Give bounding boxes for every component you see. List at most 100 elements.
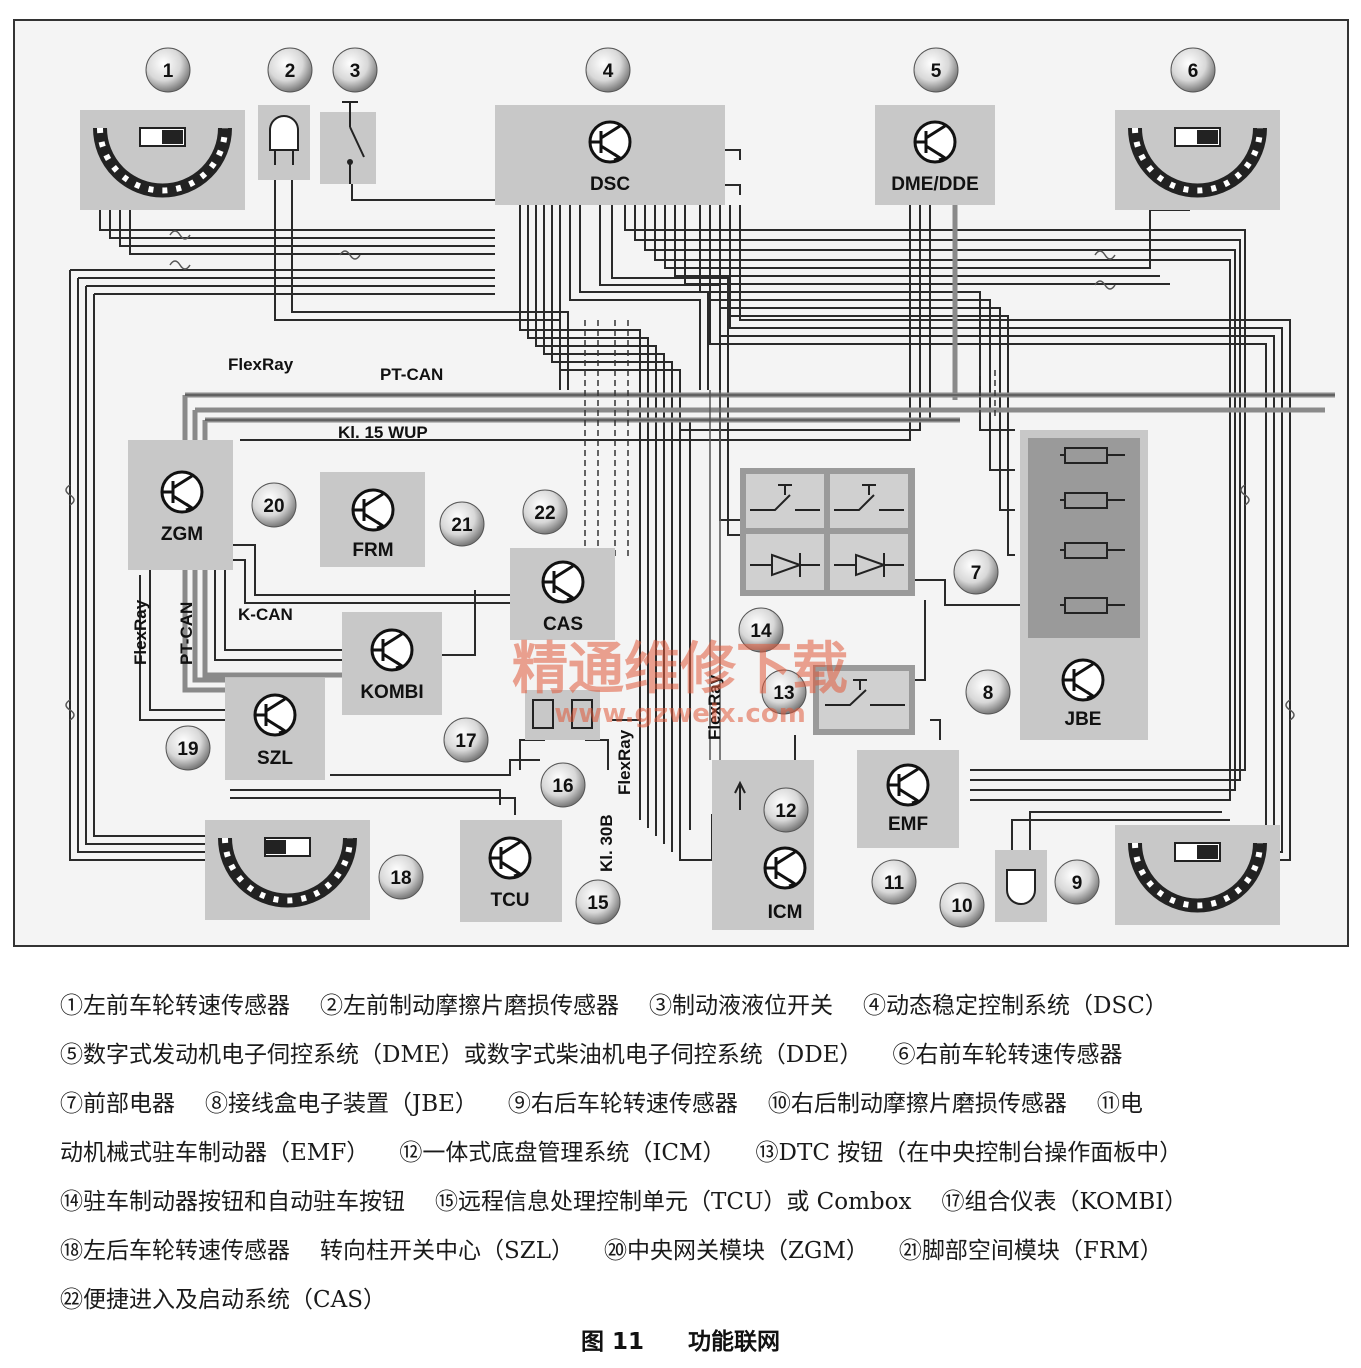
number-bubble-19: 19 <box>165 725 211 771</box>
legend-item: ⑪电 <box>1096 1091 1143 1117</box>
kcan-label: K-CAN <box>238 605 293 624</box>
watermark-cn: 精通维修下载 <box>512 637 848 702</box>
figure-caption: 图 11 功能联网 <box>0 1322 1361 1356</box>
transistor-symbols <box>160 120 1105 890</box>
dashed-lines <box>584 320 996 640</box>
number-bubble-label: 3 <box>350 61 361 82</box>
flexray-top-label: FlexRay <box>228 355 294 374</box>
number-bubble-label: 8 <box>983 683 994 704</box>
jbe-label: JBE <box>1065 709 1102 730</box>
figure-title: 功能联网 <box>688 1329 781 1355</box>
number-bubble-label: 17 <box>455 731 476 752</box>
wheel-sensor-18 <box>205 820 370 920</box>
brake-wear-sensor-10 <box>995 850 1047 922</box>
front-electrics-symbols <box>532 447 1125 810</box>
number-bubble-label: 14 <box>750 621 772 642</box>
number-bubble-5: 5 <box>913 47 959 93</box>
number-bubble-label: 4 <box>603 61 614 82</box>
ptcan-left-label: PT-CAN <box>177 602 196 665</box>
legend-item: ④动态稳定控制系统（DSC） <box>863 993 1168 1019</box>
number-bubble-label: 7 <box>971 563 982 584</box>
kl15wup-label: Kl. 15 WUP <box>338 423 428 442</box>
number-bubble-12: 12 <box>763 787 809 833</box>
wiring <box>69 149 1291 861</box>
number-bubble-label: 19 <box>177 739 198 760</box>
tcu-transistor-icon <box>488 836 532 880</box>
number-bubble-21: 21 <box>439 501 485 547</box>
number-bubble-7: 7 <box>953 549 999 595</box>
legend-item: ⑫一体式底盘管理系统（ICM） <box>399 1140 726 1166</box>
szl-transistor-icon <box>253 693 297 737</box>
legend-item: ①左前车轮转速传感器 <box>60 993 290 1019</box>
emf-label: EMF <box>888 814 928 835</box>
bus-labels: FlexRay PT-CAN Kl. 15 WUP K-CAN FlexRay … <box>131 355 724 872</box>
legend-item: 转向柱开关中心（SZL） <box>320 1238 575 1264</box>
number-bubble-4: 4 <box>585 47 631 93</box>
number-bubble-label: 1 <box>163 61 174 82</box>
legend-row: ⑤数字式发动机电子伺控系统（DME）或数字式柴油机电子伺控系统（DDE）⑥右前车… <box>60 1031 1340 1080</box>
number-bubble-1: 1 <box>145 47 191 93</box>
legend-item: ⑭驻车制动器按钮和自动驻车按钮 <box>60 1189 405 1215</box>
legend-item: ⑮远程信息处理控制单元（TCU）或 Combox <box>435 1189 912 1215</box>
szl-label: SZL <box>257 748 293 769</box>
number-bubble-8: 8 <box>965 669 1011 715</box>
legend-row: ⑱左后车轮转速传感器 转向柱开关中心（SZL） ⑳中央网关模块（ZGM） ㉑脚部空间模… <box>60 1227 1340 1276</box>
legend-item: ㉒便捷进入及启动系统（CAS） <box>60 1287 386 1313</box>
legend-item: ⑬DTC 按钮（在中央控制台操作面板中） <box>755 1140 1183 1166</box>
number-bubble-22: 22 <box>522 489 568 535</box>
number-bubble-10: 10 <box>939 882 985 928</box>
number-bubble-label: 12 <box>775 801 796 822</box>
number-bubble-17: 17 <box>443 717 489 763</box>
jbe-fuse-panel <box>1028 438 1140 638</box>
number-bubble-label: 13 <box>773 683 794 704</box>
brake-wear-sensor-2 <box>258 105 310 180</box>
number-bubble-label: 16 <box>552 776 573 797</box>
number-bubble-label: 9 <box>1072 873 1083 894</box>
legend-item: ⑧接线盒电子装置（JBE） <box>205 1091 478 1117</box>
number-bubble-14: 14 <box>738 607 784 653</box>
emf-transistor-icon <box>886 763 930 807</box>
number-bubble-label: 5 <box>931 61 942 82</box>
watermark: 精通维修下载 www.gzweix.com <box>512 637 848 729</box>
number-bubble-11: 11 <box>871 859 917 905</box>
tcu-label: TCU <box>490 890 529 911</box>
number-bubble-20: 20 <box>251 482 297 528</box>
icm-label: ICM <box>768 902 803 923</box>
break-marks <box>65 230 1295 721</box>
flexray-left-label: FlexRay <box>131 599 150 665</box>
jbe-transistor-icon <box>1061 658 1105 702</box>
number-bubble-label: 21 <box>451 515 473 536</box>
frm-label: FRM <box>352 540 393 561</box>
number-bubble-3: 3 <box>332 47 378 93</box>
zgm-transistor-icon <box>160 470 204 514</box>
legend-item: ③制动液液位开关 <box>649 993 833 1019</box>
dme-transistor-icon <box>913 120 957 164</box>
legend-item: ⑨右后车轮转速传感器 <box>507 1091 738 1117</box>
legend-item: ⑱左后车轮转速传感器 <box>60 1238 290 1264</box>
wheel-sensor-9 <box>1115 825 1280 925</box>
cas-label: CAS <box>543 614 583 635</box>
bus-lines-thin <box>185 390 1335 760</box>
kombi-label: KOMBI <box>360 682 423 703</box>
number-bubble-label: 2 <box>285 61 296 82</box>
legend-item: ⑰组合仪表（KOMBI） <box>941 1189 1188 1215</box>
legend-item: ⑥右前车轮转速传感器 <box>892 1042 1123 1068</box>
legend-row: 动机械式驻车制动器（EMF）⑫一体式底盘管理系统（ICM）⑬DTC 按钮（在中央… <box>60 1129 1340 1178</box>
wheel-sensor-6 <box>1115 110 1280 210</box>
number-bubble-label: 11 <box>884 873 905 894</box>
legend-item: ⑳中央网关模块（ZGM） <box>604 1238 869 1264</box>
legend-item: ㉑脚部空间模块（FRM） <box>898 1238 1163 1264</box>
number-bubble-15: 15 <box>575 879 621 925</box>
number-bubble-label: 6 <box>1188 61 1199 82</box>
dsc-label: DSC <box>590 174 630 195</box>
number-bubble-18: 18 <box>378 854 424 900</box>
legend-row: ⑭驻车制动器按钮和自动驻车按钮 ⑮远程信息处理控制单元（TCU）或 Combox ⑰… <box>60 1178 1340 1227</box>
legend-item: ⑩右后制动摩擦片磨损传感器 <box>767 1091 1067 1117</box>
frm-transistor-icon <box>351 488 395 532</box>
number-bubble-label: 18 <box>390 868 411 889</box>
wheel-sensor-1 <box>80 110 245 210</box>
zgm-label: ZGM <box>161 524 203 545</box>
